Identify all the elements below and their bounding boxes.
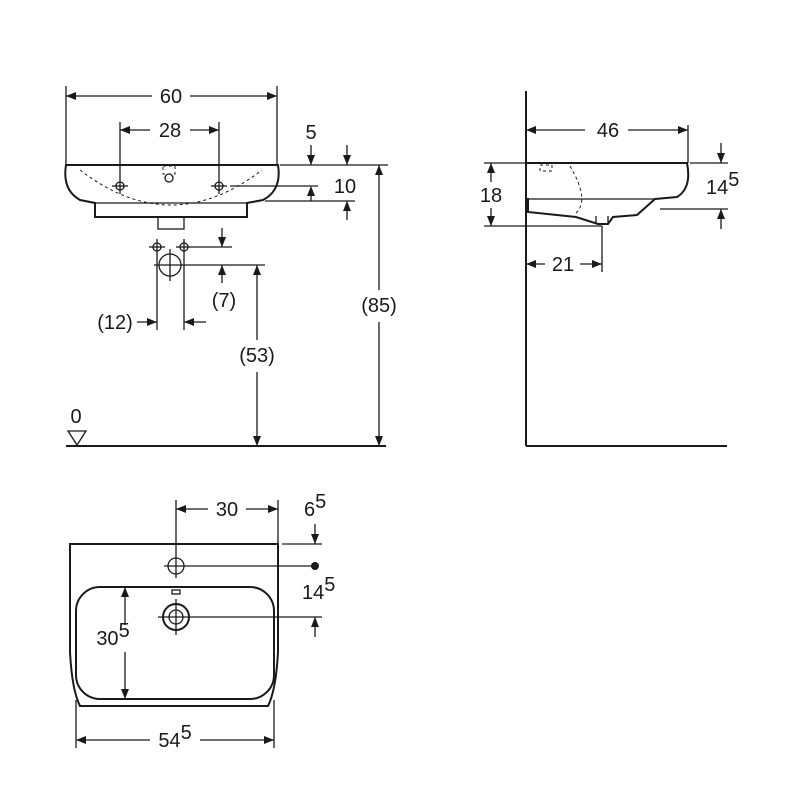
dim-tap-to-bowl: 145 — [302, 574, 335, 604]
floor-level-label: 0 — [70, 406, 81, 428]
dim-tap-to-edge: 30 — [216, 499, 238, 521]
dim-rim-offset: 5 — [305, 122, 316, 144]
dim-bowl-width-sup: 5 — [181, 722, 192, 744]
dim-waste-distance: 21 — [552, 254, 574, 276]
front-view: 60 28 5 10 — [64, 86, 397, 447]
dim-tap-spacing: 28 — [159, 120, 181, 142]
tap-hole-right-icon — [211, 178, 227, 194]
dim-tap-to-bowl-sup: 5 — [324, 574, 335, 596]
dim-tap-offset: 65 — [304, 491, 326, 521]
overflow-top — [171, 589, 181, 595]
dim-front-height-sup: 5 — [728, 169, 739, 191]
dim-rim-height: (85) — [361, 295, 397, 317]
waste-outlet-circle-icon — [154, 249, 186, 281]
dim-bowl-length-main: 30 — [96, 628, 118, 650]
top-view: 30 65 145 305 545 — [69, 491, 335, 752]
dim-tap-to-bowl-main: 14 — [302, 582, 324, 604]
dim-tap-offset-main: 6 — [304, 499, 315, 521]
dim-front-height: 145 — [706, 169, 739, 199]
waste-pipe-left-icon — [149, 239, 165, 255]
dim-waste-height: (53) — [239, 345, 275, 367]
waste-outlet — [157, 216, 185, 230]
dim-bowl-width: 545 — [158, 722, 191, 752]
tap-hole-left-icon — [112, 178, 128, 194]
dim-bowl-depth: 10 — [334, 176, 356, 198]
floor-level-icon — [66, 430, 88, 447]
basin-top-bowl — [75, 586, 275, 700]
dim-tap-offset-sup: 5 — [315, 491, 326, 513]
waste-pipe-right-icon — [176, 239, 192, 255]
side-view: 46 18 145 21 — [480, 91, 739, 447]
tap-hole-top-icon — [164, 554, 188, 578]
bowl-hidden-line — [79, 169, 263, 206]
dim-height-back: 18 — [480, 185, 502, 207]
drain-top-icon — [158, 599, 194, 635]
dim-front-height-main: 14 — [706, 177, 728, 199]
dim-bowl-length: 305 — [96, 620, 129, 650]
basin-front-outline — [64, 164, 280, 218]
dim-waste-spacing: (12) — [97, 312, 133, 334]
dim-waste-offset: (7) — [212, 290, 236, 312]
dim-bowl-length-sup: 5 — [119, 620, 130, 642]
dim-bowl-width-main: 54 — [158, 730, 180, 752]
dim-width-total: 60 — [160, 86, 182, 108]
bowl-side-hidden-line — [569, 165, 583, 214]
basin-side-outline — [526, 162, 690, 225]
basin-top-outline — [69, 543, 279, 707]
overflow-hole — [162, 165, 176, 175]
dim-projection: 46 — [597, 120, 619, 142]
